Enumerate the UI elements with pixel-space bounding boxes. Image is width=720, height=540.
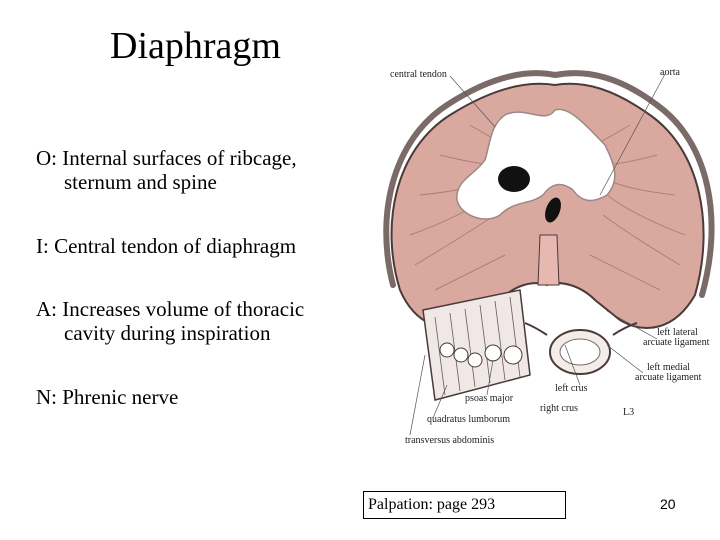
nerve-line-1: N: Phrenic nerve <box>36 385 179 409</box>
insertion-line-1: I: Central tendon of diaphragm <box>36 234 297 258</box>
label-l3: L3 <box>623 407 634 418</box>
palpation-box: Palpation: page 293 <box>363 491 566 519</box>
label-right-crus: right crus <box>540 403 578 414</box>
page-number: 20 <box>660 496 676 512</box>
origin-line-2: sternum and spine <box>64 170 217 194</box>
action-text: A: Increases volume of thoracic cavity d… <box>36 297 304 345</box>
label-quadratus-lumborum: quadratus lumborum <box>427 414 510 425</box>
label-left-medial-1: left medial <box>647 362 690 373</box>
label-left-lateral-1: left lateral <box>657 327 698 338</box>
label-left-lateral-2: arcuate ligament <box>643 337 710 348</box>
action-line-2: cavity during inspiration <box>64 321 271 345</box>
label-leader-lines <box>409 73 666 436</box>
label-transversus-abdominis: transversus abdominis <box>405 435 494 446</box>
vertebra-l3 <box>524 322 638 375</box>
diaphragm-illustration: central tendon aorta left lateral arcuat… <box>383 67 715 446</box>
central-tendon-shape <box>456 108 616 220</box>
nerve-text: N: Phrenic nerve <box>36 385 178 409</box>
psoas-and-quadratus <box>422 289 531 401</box>
label-central-tendon: central tendon <box>390 69 447 80</box>
origin-line-1: O: Internal surfaces of ribcage, <box>36 146 297 170</box>
label-left-crus: left crus <box>555 383 588 394</box>
insertion-text: I: Central tendon of diaphragm <box>36 234 296 258</box>
label-aorta: aorta <box>660 67 681 78</box>
label-left-medial-2: arcuate ligament <box>635 372 702 383</box>
aorta-shape <box>537 234 560 286</box>
ribcage-rim <box>383 70 715 298</box>
esophageal-opening <box>545 197 561 223</box>
action-line-1: A: Increases volume of thoracic <box>36 297 305 321</box>
origin-text: O: Internal surfaces of ribcage, sternum… <box>36 146 297 194</box>
slide-title: Diaphragm <box>110 25 281 67</box>
caval-opening <box>498 166 530 192</box>
label-psoas-major: psoas major <box>465 393 514 404</box>
